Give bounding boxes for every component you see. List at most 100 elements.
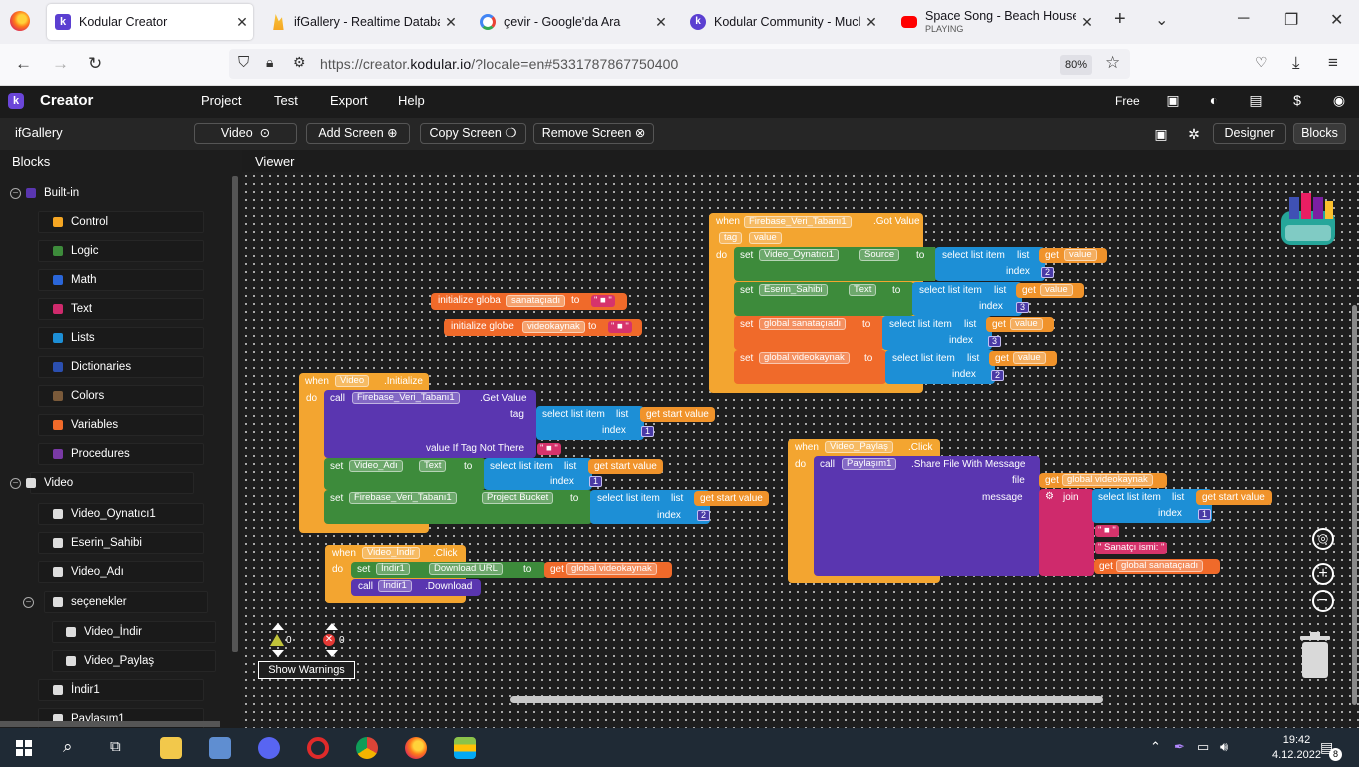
close-icon[interactable]: ✕ xyxy=(650,14,672,31)
search-icon[interactable]: ⌕ xyxy=(63,737,73,757)
workspace-vertical-scrollbar[interactable] xyxy=(1352,305,1357,705)
tree-component[interactable]: Video_İndir xyxy=(66,621,142,643)
error-prev-arrow[interactable] xyxy=(326,623,338,630)
tree-item-procedures[interactable]: Procedures xyxy=(53,443,130,465)
tab-kodular-community[interactable]: k Kodular Community - Much M ✕ xyxy=(682,4,882,40)
warning-next-arrow[interactable] xyxy=(272,650,284,657)
warning-prev-arrow[interactable] xyxy=(272,623,284,630)
text-string[interactable]: " ■ " xyxy=(1095,525,1119,537)
plan-badge[interactable]: Free xyxy=(1115,94,1140,108)
new-tab-icon[interactable]: + xyxy=(1114,8,1126,31)
tab-kodular-creator[interactable]: k Kodular Creator ✕ xyxy=(47,4,253,40)
bookmark-star-icon[interactable]: ☆ xyxy=(1105,53,1120,73)
reload-icon[interactable]: ↻ xyxy=(88,54,102,74)
download-icon[interactable]: ⤓ xyxy=(1292,53,1300,73)
get-value[interactable]: get value xyxy=(1039,248,1107,263)
network-icon[interactable]: ▭ xyxy=(1197,739,1209,755)
tree-item-logic[interactable]: Logic xyxy=(53,240,99,262)
permissions-icon[interactable]: ⚙ xyxy=(293,54,306,71)
init-global-sanatacadi-block[interactable]: initialize globa sanataçıadı to " ■ " xyxy=(431,293,627,310)
tab-youtube[interactable]: Space Song - Beach House ( PLAYING ✕ xyxy=(893,4,1098,40)
collapse-toggle-icon[interactable]: − xyxy=(10,188,21,199)
tree-screen-video[interactable]: Video xyxy=(26,472,73,494)
empty-string[interactable]: " ■ " xyxy=(537,443,561,455)
tree-item-control[interactable]: Control xyxy=(53,211,108,233)
dollar-icon[interactable]: $ xyxy=(1288,92,1306,110)
windows-start-icon[interactable] xyxy=(16,740,32,756)
tree-item-dictionaries[interactable]: Dictionaries xyxy=(53,356,131,378)
tree-component[interactable]: Video_Paylaş xyxy=(66,650,154,672)
set-video-source[interactable]: set Video_Oynatıcı1 Source to xyxy=(734,247,937,281)
discord-icon[interactable] xyxy=(258,737,280,759)
volume-icon[interactable]: 🔊︎ xyxy=(1220,739,1228,755)
system-clock[interactable]: 19:42 4.12.2022 xyxy=(1272,733,1321,763)
copy-screen-button[interactable]: Copy Screen ❍ xyxy=(420,123,526,144)
join-block[interactable]: ⚙ join xyxy=(1039,489,1094,576)
menu-project[interactable]: Project xyxy=(201,93,241,108)
palette-icon[interactable]: ◐ xyxy=(1205,92,1223,110)
tree-arrangement[interactable]: seçenekler xyxy=(53,591,127,613)
zoom-in-icon[interactable]: + xyxy=(1312,563,1334,585)
tree-item-text[interactable]: Text xyxy=(53,298,92,320)
chevron-down-icon[interactable]: ⌄ xyxy=(1155,10,1168,30)
collapse-toggle-icon[interactable]: − xyxy=(23,597,34,608)
sidebar-scrollbar[interactable] xyxy=(232,176,238,652)
select-list-item[interactable]: select list item list index 2 xyxy=(590,490,710,524)
tray-chevron-icon[interactable]: ⌃ xyxy=(1150,739,1161,755)
select-list-item[interactable]: select list item list index 1 xyxy=(1092,489,1212,523)
zoom-level[interactable]: 80% xyxy=(1060,55,1092,75)
remove-screen-button[interactable]: Remove Screen ⊗ xyxy=(533,123,654,144)
minimize-icon[interactable]: ─ xyxy=(1238,10,1249,28)
get-start-value[interactable]: get start value xyxy=(640,407,715,422)
window-close-icon[interactable]: ✕ xyxy=(1330,10,1343,30)
init-global-videokaynak-block[interactable]: initialize globe videokaynak to " ■ " xyxy=(444,319,642,336)
menu-icon[interactable]: ≡ xyxy=(1328,53,1338,73)
call-share-file-with-message[interactable]: call Paylaşım1 .Share File With Message … xyxy=(814,456,1040,576)
tree-component[interactable]: Eserin_Sahibi xyxy=(53,532,142,554)
get-value[interactable]: get value xyxy=(1016,283,1084,298)
get-value[interactable]: get value xyxy=(986,317,1054,332)
screen-select[interactable]: Video ⊙ xyxy=(194,123,297,144)
menu-export[interactable]: Export xyxy=(330,93,368,108)
firefox-icon[interactable] xyxy=(10,11,30,31)
tree-item-lists[interactable]: Lists xyxy=(53,327,95,349)
call-firebase-get-value[interactable]: call Firebase_Veri_Tabanı1 .Get Value ta… xyxy=(324,390,536,458)
set-firebase-project-bucket[interactable]: set Firebase_Veri_Tabanı1 Project Bucket… xyxy=(324,490,592,524)
pen-icon[interactable]: ✒ xyxy=(1174,739,1185,755)
blocks-button[interactable]: Blocks xyxy=(1293,123,1346,144)
menu-test[interactable]: Test xyxy=(274,93,298,108)
library-icon[interactable]: ▤ xyxy=(1247,92,1265,110)
set-global-sanatacadi[interactable]: set global sanataçıadı to xyxy=(734,316,884,350)
tree-item-math[interactable]: Math xyxy=(53,269,97,291)
trash-icon[interactable] xyxy=(1298,632,1332,678)
file-explorer-icon[interactable] xyxy=(160,737,182,759)
forward-icon[interactable]: → xyxy=(52,54,69,74)
recenter-icon[interactable]: ◎ xyxy=(1312,528,1334,550)
workspace-horizontal-scrollbar[interactable] xyxy=(510,696,1103,703)
get-global-videokaynak[interactable]: get global videokaynak xyxy=(544,562,672,578)
text-string[interactable]: " Sanatçı ismi: " xyxy=(1095,542,1167,554)
designer-button[interactable]: Designer xyxy=(1213,123,1286,144)
select-list-item[interactable]: select list item list index 1 xyxy=(484,458,592,490)
lock-icon[interactable]: 🔒︎ xyxy=(266,54,273,71)
tree-component[interactable]: İndir1 xyxy=(53,679,100,701)
tree-item-colors[interactable]: Colors xyxy=(53,385,104,407)
tree-component[interactable]: Video_Adı xyxy=(53,561,124,583)
select-list-item[interactable]: select list item list index 3 xyxy=(882,316,992,350)
bluestacks-icon[interactable] xyxy=(454,737,476,759)
get-start-value[interactable]: get start value xyxy=(1196,490,1272,505)
tab-ifgallery[interactable]: ifGallery - Realtime Database ✕ xyxy=(262,4,462,40)
call-indir-download[interactable]: call İndir1 .Download xyxy=(351,579,481,596)
select-list-item[interactable]: select list item list index 2 xyxy=(935,247,1045,281)
shield-icon[interactable]: ⛉ xyxy=(238,54,249,71)
tree-item-variables[interactable]: Variables xyxy=(53,414,118,436)
show-warnings-button[interactable]: Show Warnings xyxy=(258,661,355,679)
close-icon[interactable]: ✕ xyxy=(1076,14,1098,31)
get-value[interactable]: get value xyxy=(989,351,1057,366)
opera-icon[interactable] xyxy=(307,737,329,759)
zoom-out-icon[interactable]: − xyxy=(1312,590,1334,612)
set-global-videokaynak[interactable]: set global videokaynak to xyxy=(734,350,886,384)
get-global-sanatacadi[interactable]: get global sanataçıadı xyxy=(1094,559,1220,574)
folder-add-icon[interactable]: ▣ xyxy=(1164,92,1182,110)
get-start-value[interactable]: get start value xyxy=(588,459,663,474)
